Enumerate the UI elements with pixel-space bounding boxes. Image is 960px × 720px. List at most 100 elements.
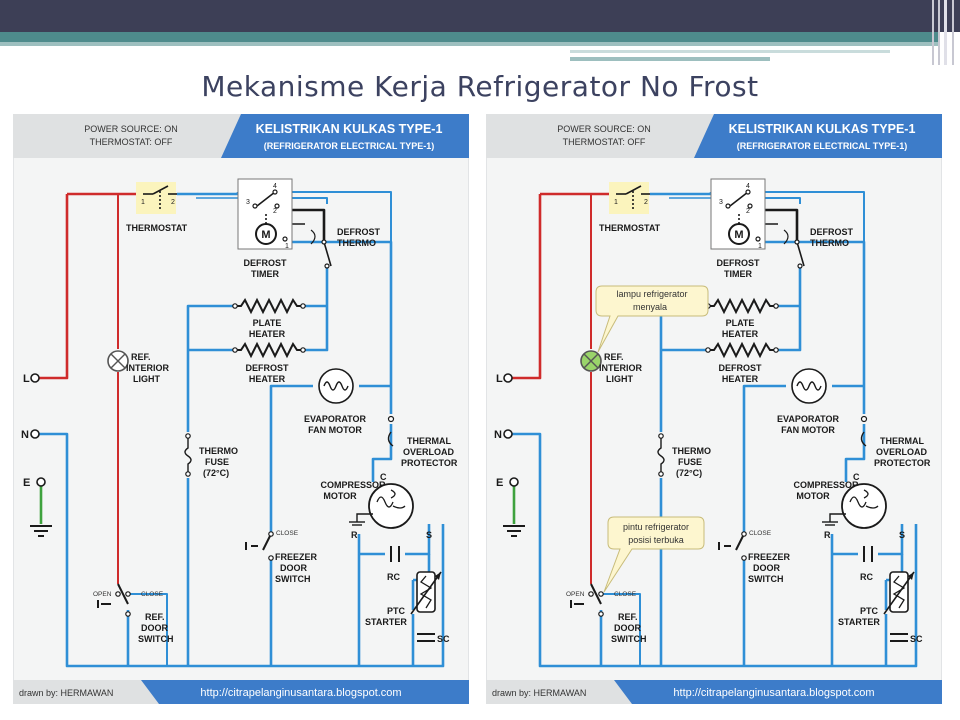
- accent-stripe: [0, 32, 940, 42]
- door-callout-text: pintu refrigerator: [623, 522, 689, 532]
- ptc-label: PTC: [387, 606, 406, 616]
- freezer-switch-label: FREEZER: [275, 552, 318, 562]
- ref-open-label: OPEN: [566, 591, 585, 598]
- diagram-panel-left: POWER SOURCE: ON THERMOSTAT: OFF KELISTR…: [12, 113, 470, 705]
- defrost-thermo-label: DEFROST: [337, 227, 381, 237]
- overload-label: PROTECTOR: [874, 458, 931, 468]
- defrost-timer-label: DEFROST: [716, 258, 760, 268]
- footer-url: http://citrapelanginusantara.blogspot.co…: [673, 687, 874, 699]
- plate-heater-icon: [235, 297, 303, 315]
- evap-fan-label: EVAPORATOR: [777, 414, 840, 424]
- compressor-r-label: R: [351, 530, 358, 540]
- lamp-callout: lampu refrigerator menyala: [595, 285, 709, 353]
- thermostat-highlight: [609, 182, 649, 214]
- footer-url: http://citrapelanginusantara.blogspot.co…: [200, 687, 401, 699]
- wire: [742, 384, 786, 534]
- thermostat-label: THERMOSTAT: [599, 223, 661, 233]
- terminal-icon: [509, 477, 519, 487]
- evap-fan-label: FAN MOTOR: [781, 425, 835, 435]
- thermo-fuse-label: (72°C): [203, 468, 229, 478]
- freezer-close-label: CLOSE: [749, 530, 772, 537]
- terminal-l-label: L: [23, 373, 30, 385]
- rc-label: RC: [387, 572, 400, 582]
- timer-motor-label: M: [734, 229, 743, 241]
- timer-pin-2: 2: [746, 208, 750, 215]
- terminal-icon: [503, 429, 513, 439]
- defrost-timer-label: TIMER: [251, 269, 279, 279]
- terminal-l-label: L: [496, 373, 503, 385]
- door-callout: pintu refrigerator posisi terbuka: [603, 516, 705, 593]
- defrost-thermo-label: THERMO: [810, 238, 849, 248]
- interior-light-label: REF.: [604, 352, 624, 362]
- plate-heater-label: HEATER: [722, 329, 759, 339]
- compressor-label: MOTOR: [323, 491, 357, 501]
- plate-heater-icon: [708, 297, 776, 315]
- electrical-diagram: POWER SOURCE: ON THERMOSTAT: OFF KELISTR…: [485, 113, 943, 705]
- thermo-fuse-label: THERMO: [672, 446, 711, 456]
- terminal-icon: [30, 373, 40, 383]
- header-subtitle: (REFRIGERATOR ELECTRICAL TYPE-1): [737, 141, 908, 151]
- thermostat-state-label: THERMOSTAT: OFF: [563, 137, 646, 147]
- thermostat-switch-icon: [143, 185, 177, 210]
- defrost-heater-label: DEFROST: [245, 363, 289, 373]
- timer-motor-label: M: [261, 229, 270, 241]
- thermo-fuse-icon: [657, 438, 665, 472]
- thermo-fuse-label: FUSE: [678, 457, 702, 467]
- top-banner: [0, 0, 960, 32]
- terminal-icon: [30, 429, 40, 439]
- decorative-lines: [932, 0, 954, 65]
- rc-label: RC: [860, 572, 873, 582]
- ref-switch-label: SWITCH: [138, 634, 174, 644]
- overload-icon: [387, 431, 394, 447]
- accent-stripe: [570, 50, 890, 53]
- header-title-box: [221, 114, 469, 158]
- header-title: KELISTRIKAN KULKAS TYPE-1: [729, 122, 916, 136]
- defrost-heater-label: DEFROST: [718, 363, 762, 373]
- lamp-callout-text: lampu refrigerator: [616, 289, 687, 299]
- defrost-heater-label: HEATER: [722, 374, 759, 384]
- thermostat-pin-2: 2: [171, 199, 175, 206]
- ref-close-label: CLOSE: [614, 591, 637, 598]
- overload-terminal-icon: [387, 415, 395, 423]
- defrost-thermo-label: DEFROST: [810, 227, 854, 237]
- thermostat-highlight: [136, 182, 176, 214]
- defrost-thermo-label: THERMO: [337, 238, 376, 248]
- ptc-label: PTC: [860, 606, 879, 616]
- freezer-close-label: CLOSE: [276, 530, 299, 537]
- footer-author: drawn by: HERMAWAN: [492, 688, 586, 698]
- overload-label: THERMAL: [880, 436, 924, 446]
- ref-switch-label: SWITCH: [611, 634, 647, 644]
- thermostat-pin-2: 2: [644, 199, 648, 206]
- ref-close-label: CLOSE: [141, 591, 164, 598]
- timer-switch-icon: [729, 191, 749, 224]
- ground-icon: [503, 525, 525, 537]
- power-source-label: POWER SOURCE: ON: [84, 124, 178, 134]
- header-subtitle: (REFRIGERATOR ELECTRICAL TYPE-1): [264, 141, 435, 151]
- lamp-callout-text: menyala: [633, 302, 667, 312]
- terminal-icon: [503, 373, 513, 383]
- power-source-label: POWER SOURCE: ON: [557, 124, 651, 134]
- neutral-wire: [508, 432, 918, 668]
- thermo-fuse-icon: [184, 438, 192, 472]
- thermo-fuse-label: THERMO: [199, 446, 238, 456]
- defrost-heater-icon: [708, 341, 776, 359]
- freezer-switch-label: SWITCH: [748, 574, 784, 584]
- freezer-switch-label: SWITCH: [275, 574, 311, 584]
- door-callout-text: posisi terbuka: [628, 535, 684, 545]
- evap-fan-label: EVAPORATOR: [304, 414, 367, 424]
- wire: [303, 264, 329, 352]
- compressor-label: COMPRESSOR: [793, 480, 859, 490]
- timer-pin-3: 3: [719, 199, 723, 206]
- interior-light-label: LIGHT: [133, 374, 160, 384]
- header-title: KELISTRIKAN KULKAS TYPE-1: [256, 122, 443, 136]
- neutral-wire: [35, 432, 445, 668]
- diagram-panel-right: POWER SOURCE: ON THERMOSTAT: OFF KELISTR…: [485, 113, 943, 705]
- sc-label: SC: [437, 634, 450, 644]
- wire: [186, 304, 235, 434]
- page-title: Mekanisme Kerja Refrigerator No Frost: [201, 70, 759, 103]
- freezer-switch-label: FREEZER: [748, 552, 791, 562]
- timer-pin-1: 1: [758, 243, 762, 250]
- overload-label: THERMAL: [407, 436, 451, 446]
- defrost-timer-label: TIMER: [724, 269, 752, 279]
- terminal-e-label: E: [23, 477, 30, 489]
